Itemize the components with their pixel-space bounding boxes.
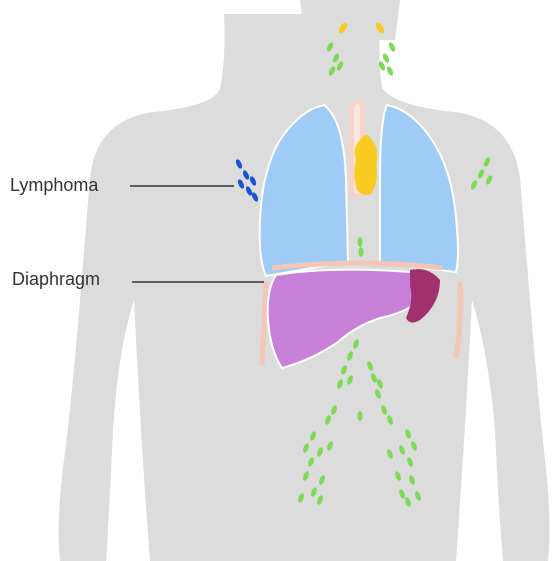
- thymus: [354, 135, 377, 195]
- neck-shape: [300, 0, 400, 40]
- lymphoma-label: Lymphoma: [10, 175, 98, 196]
- mediastinal-node: [359, 247, 364, 257]
- mediastinal-node: [358, 237, 363, 247]
- diaphragm-label: Diaphragm: [12, 269, 100, 290]
